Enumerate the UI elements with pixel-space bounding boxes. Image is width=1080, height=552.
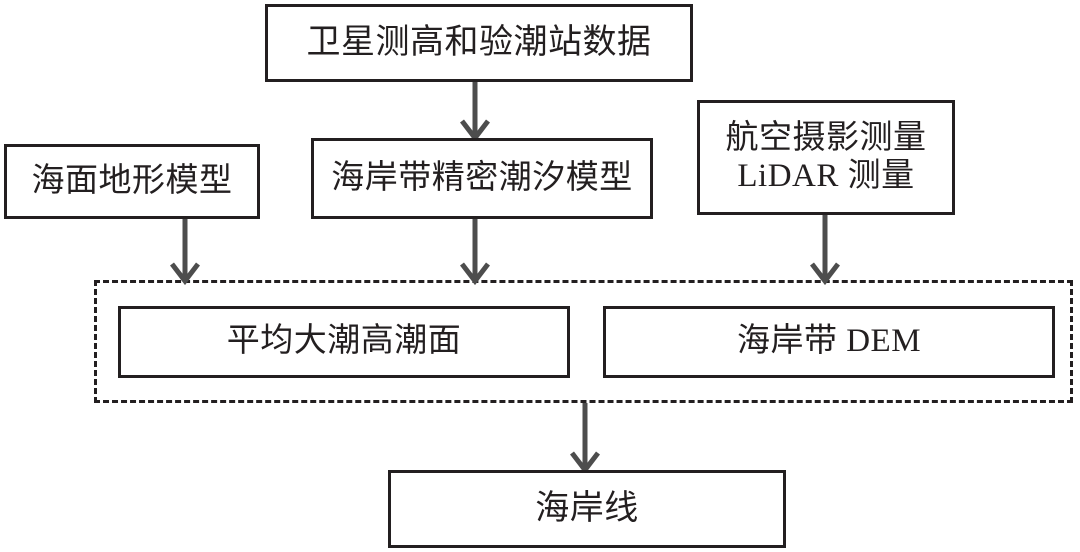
- node-sea-surface-topography-model: 海面地形模型: [4, 144, 260, 219]
- arrow-lidar-to-group-head: [810, 262, 840, 286]
- node-label: 海面地形模型: [31, 162, 233, 199]
- node-label-line2: LiDAR 测量: [737, 157, 915, 194]
- node-coastline: 海岸线: [388, 470, 786, 548]
- node-label: 平均大潮高潮面: [226, 323, 462, 360]
- node-mean-high-water-springs: 平均大潮高潮面: [118, 306, 570, 378]
- node-satellite-altimetry-tide-gauge-data: 卫星测高和验潮站数据: [265, 4, 693, 82]
- arrow-tide-model-to-group-head: [460, 262, 490, 286]
- node-coastal-precise-tide-model: 海岸带精密潮汐模型: [311, 138, 653, 219]
- arrow-sst-model-to-group-head: [170, 262, 200, 286]
- node-aerial-photogrammetry-lidar: 航空摄影测量 LiDAR 测量: [697, 100, 955, 215]
- node-label: 海岸带 DEM: [736, 323, 922, 360]
- derived-products-group: [94, 280, 1073, 403]
- node-label: 海岸线: [535, 490, 639, 528]
- node-label: 海岸带精密潮汐模型: [331, 159, 633, 196]
- node-coastal-zone-dem: 海岸带 DEM: [603, 306, 1055, 378]
- node-label-line1: 航空摄影测量: [725, 119, 927, 156]
- node-label: 卫星测高和验潮站数据: [306, 24, 652, 62]
